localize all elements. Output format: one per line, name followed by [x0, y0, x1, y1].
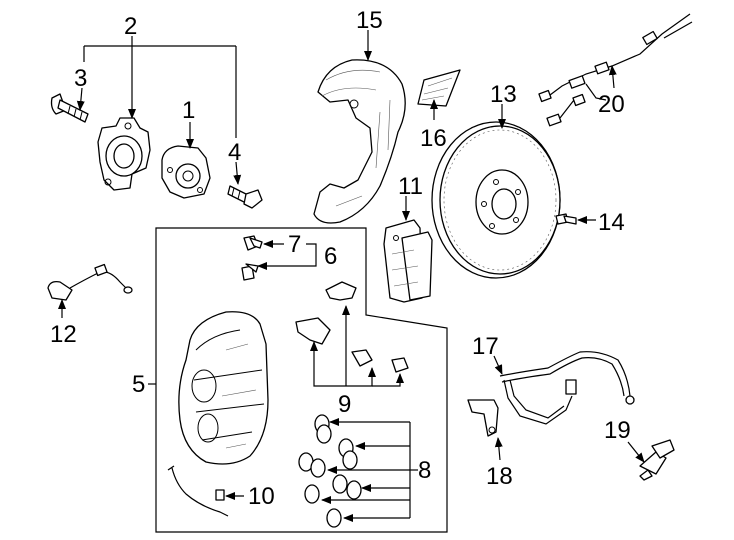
- leader-lines: [58, 30, 645, 522]
- callout-12: 12: [50, 321, 77, 348]
- fitting-part-19: [639, 439, 675, 481]
- brake-hose-part-17: [499, 351, 635, 425]
- bolt-part-3: [50, 93, 89, 123]
- brake-pads-part-11: [383, 219, 433, 303]
- callout-20: 20: [598, 91, 625, 118]
- bleeder-cap-part-6: [241, 263, 259, 281]
- callout-1: 1: [182, 97, 195, 124]
- callout-14: 14: [598, 209, 625, 236]
- callout-18: 18: [486, 463, 513, 490]
- callout-16: 16: [420, 125, 447, 152]
- callout-19: 19: [604, 417, 631, 444]
- callout-4: 4: [228, 139, 241, 166]
- hub-bearing-part-2: [97, 117, 151, 191]
- callout-11: 11: [398, 173, 423, 200]
- clips-part-9: [295, 281, 409, 373]
- springs-part-8: [298, 414, 362, 528]
- caliper-assembly-box: [155, 227, 448, 533]
- dust-shield-part-15: [313, 59, 406, 224]
- callout-17: 17: [472, 333, 499, 360]
- callout-2: 2: [124, 13, 137, 40]
- callout-15: 15: [356, 7, 383, 34]
- callout-7: 7: [288, 231, 301, 258]
- callout-3: 3: [74, 65, 87, 92]
- sensor-harness-part-20: [538, 13, 693, 127]
- hub-part-1: [161, 145, 211, 199]
- bleeder-part-7: [243, 235, 263, 251]
- callout-13: 13: [490, 81, 517, 108]
- plate-part-16: [417, 69, 461, 107]
- callout-6: 6: [324, 243, 337, 270]
- sensor-part-12: [47, 263, 133, 301]
- caliper-part-5: [178, 311, 269, 465]
- bolt-part-14: [555, 213, 577, 225]
- callout-10: 10: [248, 483, 275, 510]
- bracket-part-18: [467, 399, 499, 437]
- rotor-part-13: [431, 121, 561, 279]
- wear-sensor-part-10: [167, 465, 229, 517]
- callout-9: 9: [338, 391, 351, 418]
- callout-8: 8: [418, 457, 431, 484]
- bolt-part-4: [227, 185, 263, 209]
- callout-labels: 1 2 3 4 5 6 7 8 9 10 11 12 13 14 15 16 1…: [50, 7, 631, 510]
- callout-5: 5: [132, 371, 145, 398]
